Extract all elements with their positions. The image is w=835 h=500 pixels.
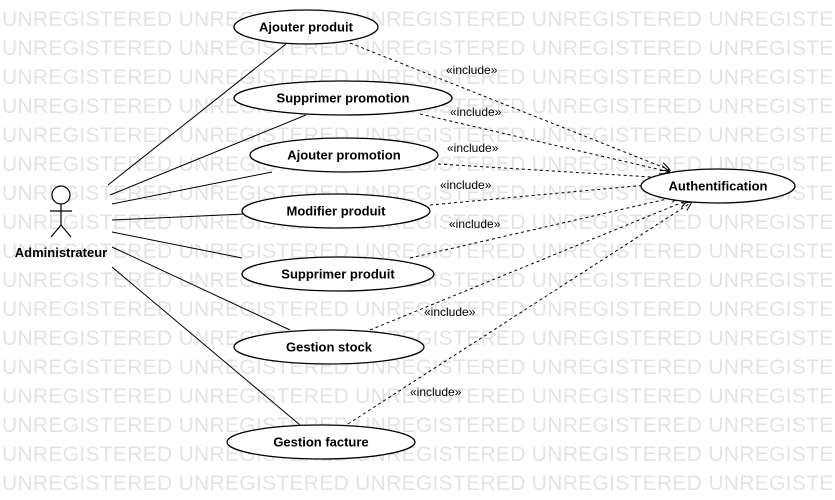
use-case-supprimer-promotion[interactable]: Supprimer promotion: [233, 80, 453, 116]
watermark-text: UNREGISTERED UNREGISTERED UNREGISTERED U…: [2, 414, 835, 437]
use-case-ellipse: [241, 256, 435, 292]
use-case-ellipse: [233, 80, 453, 116]
include-label: «include»: [450, 105, 502, 119]
include-label: «include»: [449, 217, 501, 231]
use-case-label: Gestion stock: [286, 340, 373, 355]
include-label: «include»: [440, 178, 492, 192]
include-dashed-line: [419, 113, 671, 173]
use-case-ellipse: [241, 193, 431, 229]
association-line-ajouter-promotion: [111, 171, 273, 205]
include-dashed-line: [409, 195, 681, 259]
actor-name: Administrateur: [15, 245, 107, 260]
use-case-supprimer-produit[interactable]: Supprimer produit: [241, 256, 435, 292]
include-dashed-line: [437, 163, 669, 179]
actor-administrateur[interactable]: Administrateur: [15, 185, 107, 260]
include-dashed-line: [347, 201, 693, 425]
include-relation-supprimer-promotion[interactable]: «include»: [419, 105, 672, 175]
watermark-layer: UNREGISTERED UNREGISTERED UNREGISTERED U…: [2, 8, 835, 495]
use-case-ellipse: [249, 137, 439, 173]
use-case-label: Ajouter promotion: [287, 148, 400, 163]
use-case-ajouter-produit[interactable]: Ajouter produit: [233, 9, 379, 45]
include-label: «include»: [447, 141, 499, 155]
use-case-ellipse: [233, 9, 379, 45]
include-dashed-line: [429, 182, 669, 206]
watermark-text: UNREGISTERED UNREGISTERED UNREGISTERED U…: [2, 182, 835, 205]
use-case-label: Ajouter produit: [259, 20, 354, 35]
association-line-modifier-produit: [111, 213, 245, 221]
use-case-modifier-produit[interactable]: Modifier produit: [241, 193, 431, 229]
use-case-label: Authentification: [669, 179, 768, 194]
use-case-label: Supprimer produit: [281, 267, 395, 282]
use-case-label: Modifier produit: [287, 204, 387, 219]
include-label: «include»: [424, 305, 476, 319]
use-case-label: Gestion facture: [273, 435, 368, 450]
association-line-gestion-stock: [111, 246, 291, 331]
watermark-text: UNREGISTERED UNREGISTERED UNREGISTERED U…: [2, 8, 835, 31]
watermark-text: UNREGISTERED UNREGISTERED UNREGISTERED U…: [2, 472, 835, 495]
use-case-authentification[interactable]: Authentification: [640, 168, 796, 204]
association-line-supprimer-produit: [111, 231, 243, 259]
use-case-ajouter-promotion[interactable]: Ajouter promotion: [249, 137, 439, 173]
watermark-text: UNREGISTERED UNREGISTERED UNREGISTERED U…: [2, 356, 835, 379]
use-case-ellipse: [640, 168, 796, 204]
use-case-gestion-facture[interactable]: Gestion facture: [226, 424, 416, 460]
include-label: «include»: [410, 385, 462, 399]
open-arrowhead-icon: [659, 162, 672, 172]
watermark-text: UNREGISTERED UNREGISTERED UNREGISTERED U…: [2, 385, 835, 408]
association-line-supprimer-promotion: [109, 114, 307, 196]
watermark-text: UNREGISTERED UNREGISTERED UNREGISTERED U…: [2, 240, 835, 263]
use-case-ellipse: [233, 329, 425, 365]
include-label: «include»: [446, 63, 498, 77]
watermark-text: UNREGISTERED UNREGISTERED UNREGISTERED U…: [2, 327, 835, 350]
association-line-gestion-facture: [111, 266, 301, 426]
stick-figure-icon: [50, 185, 72, 238]
include-relations: «include» «include» «include» «include» «inc…: [347, 42, 693, 425]
watermark-text: UNREGISTERED UNREGISTERED UNREGISTERED U…: [2, 37, 835, 60]
use-case-label: Supprimer promotion: [277, 91, 410, 106]
watermark-text: UNREGISTERED UNREGISTERED UNREGISTERED U…: [2, 298, 835, 321]
include-relation-ajouter-produit[interactable]: «include»: [349, 42, 672, 172]
use-case-ellipse: [226, 424, 416, 460]
association-lines: [107, 43, 307, 426]
watermark-text: UNREGISTERED UNREGISTERED UNREGISTERED U…: [2, 66, 835, 89]
watermark-text: UNREGISTERED UNREGISTERED UNREGISTERED U…: [2, 211, 835, 234]
watermark-text: UNREGISTERED UNREGISTERED UNREGISTERED U…: [2, 443, 835, 466]
watermark-text: UNREGISTERED UNREGISTERED UNREGISTERED U…: [2, 124, 835, 147]
association-line-ajouter-produit: [107, 43, 287, 186]
use-case-gestion-stock[interactable]: Gestion stock: [233, 329, 425, 365]
